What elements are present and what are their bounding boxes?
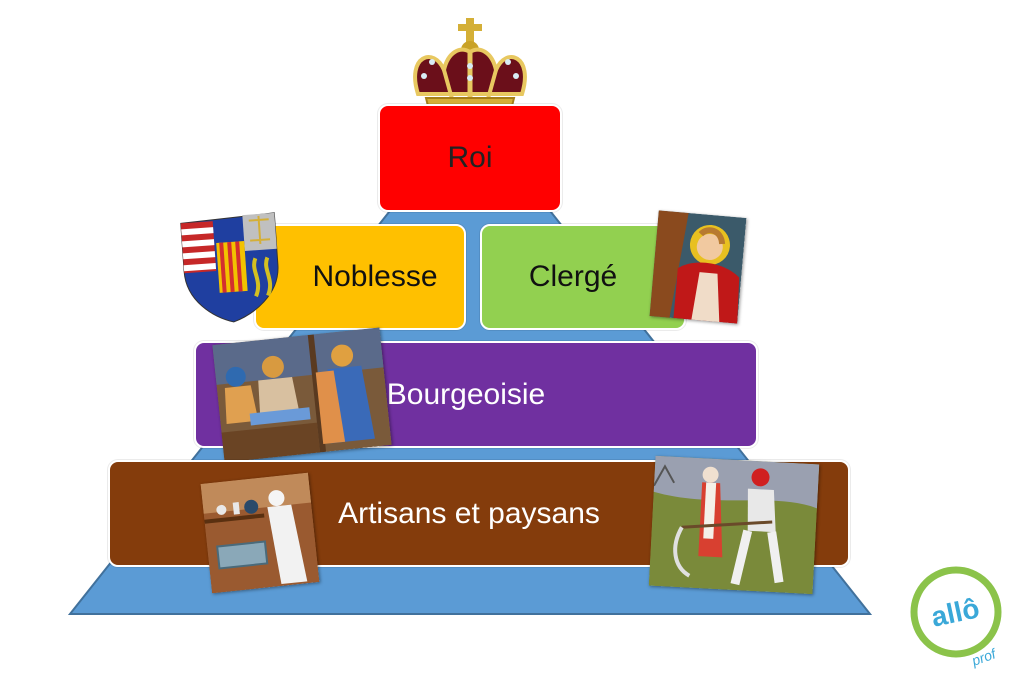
label-bourgeoisie: Bourgeoisie <box>386 377 546 411</box>
craftsman-image <box>200 472 320 594</box>
label-roi: Roi <box>447 141 493 174</box>
level-roi: Roi <box>378 104 562 212</box>
coat-of-arms-icon <box>180 212 279 323</box>
logo-main-text: allô <box>928 592 982 632</box>
label-noblesse: Noblesse <box>312 260 438 293</box>
label-clerge: Clergé <box>528 260 618 293</box>
merchants-image <box>212 327 392 463</box>
peasants-scything-image <box>648 455 820 595</box>
level-noblesse: Noblesse <box>254 224 466 330</box>
stained-glass-angel-image <box>649 210 747 324</box>
allo-prof-logo: allô prof <box>910 566 1002 669</box>
label-artisans-paysans: Artisans et paysans <box>338 496 600 530</box>
